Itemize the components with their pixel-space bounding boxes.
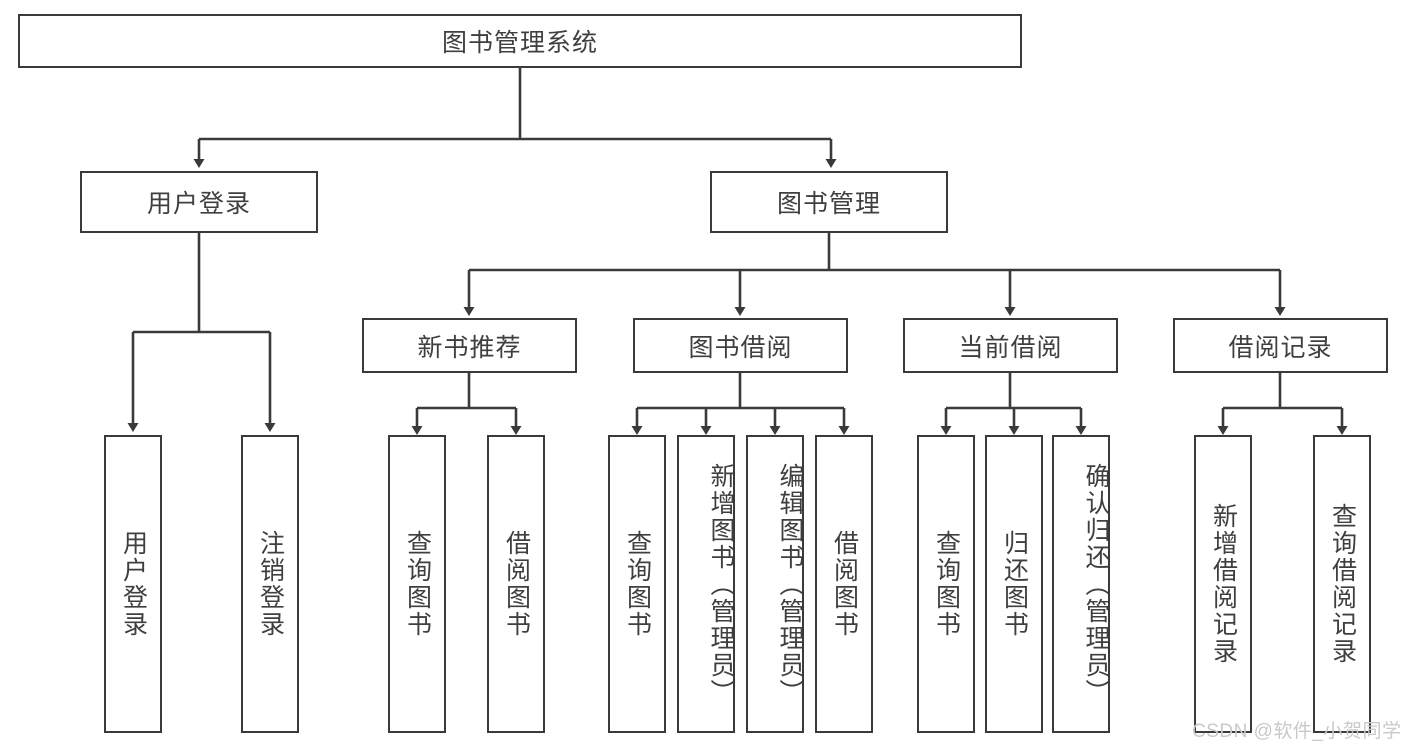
node-leaf-confirm-return-admin[interactable]: 确认归还（管理员） <box>1052 435 1110 733</box>
node-book-borrow[interactable]: 图书借阅 <box>633 318 848 373</box>
node-leaf-query-book-borrow[interactable]: 查询图书 <box>608 435 666 733</box>
leaf-label: 确认归还（管理员） <box>1082 462 1110 706</box>
leaf-label: 新增图书（管理员） <box>707 462 735 706</box>
leaf-label: 查询借阅记录 <box>1328 503 1357 665</box>
node-leaf-add-borrow-record[interactable]: 新增借阅记录 <box>1194 435 1252 733</box>
node-leaf-return-book[interactable]: 归还图书 <box>985 435 1043 733</box>
leaf-label: 编辑图书（管理员） <box>776 462 804 706</box>
leaf-label: 新增借阅记录 <box>1209 503 1238 665</box>
node-user-login[interactable]: 用户登录 <box>80 171 318 233</box>
leaf-label: 借阅图书 <box>502 530 531 638</box>
node-leaf-borrow-book[interactable]: 借阅图书 <box>815 435 873 733</box>
leaf-label: 用户登录 <box>119 530 148 638</box>
node-leaf-user-login[interactable]: 用户登录 <box>104 435 162 733</box>
node-leaf-query-book-recommend[interactable]: 查询图书 <box>388 435 446 733</box>
leaf-label: 注销登录 <box>256 530 285 638</box>
leaf-label: 归还图书 <box>1000 530 1029 638</box>
leaf-label: 查询图书 <box>403 530 432 638</box>
node-book-manage[interactable]: 图书管理 <box>710 171 948 233</box>
node-leaf-logout[interactable]: 注销登录 <box>241 435 299 733</box>
node-leaf-query-book-current[interactable]: 查询图书 <box>917 435 975 733</box>
node-leaf-add-book-admin[interactable]: 新增图书（管理员） <box>677 435 735 733</box>
csdn-watermark: CSDN @软件_小贺同学 <box>1192 721 1402 742</box>
node-current-borrow[interactable]: 当前借阅 <box>903 318 1118 373</box>
leaf-label: 查询图书 <box>932 530 961 638</box>
node-new-book-recommend[interactable]: 新书推荐 <box>362 318 577 373</box>
node-leaf-query-borrow-record[interactable]: 查询借阅记录 <box>1313 435 1371 733</box>
leaf-label: 借阅图书 <box>830 530 859 638</box>
leaf-label: 查询图书 <box>623 530 652 638</box>
node-root-system[interactable]: 图书管理系统 <box>18 14 1022 68</box>
node-borrow-record[interactable]: 借阅记录 <box>1173 318 1388 373</box>
node-leaf-borrow-book-recommend[interactable]: 借阅图书 <box>487 435 545 733</box>
node-leaf-edit-book-admin[interactable]: 编辑图书（管理员） <box>746 435 804 733</box>
